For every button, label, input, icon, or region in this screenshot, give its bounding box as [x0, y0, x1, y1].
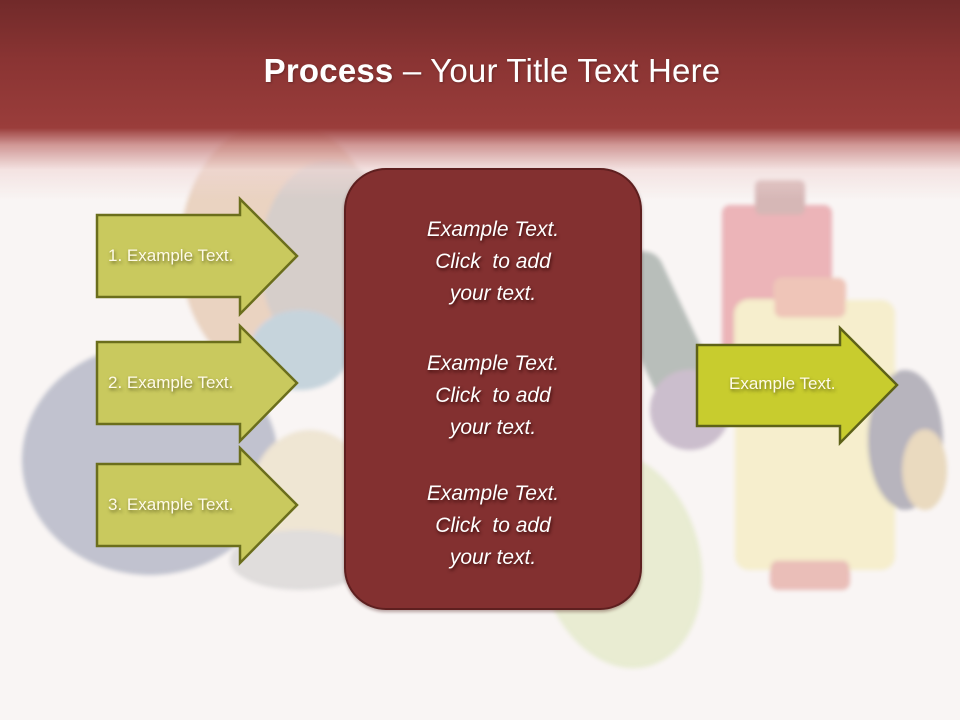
slide-title[interactable]: Process – Your Title Text Here [0, 52, 960, 90]
block-2-line-3: your text. [449, 416, 537, 439]
step-3-label: 3. Example Text. [108, 495, 234, 514]
center-text-block-3[interactable]: Example Text. Click to add your text. [346, 478, 640, 574]
process-step-arrow-3[interactable]: 3. Example Text. [95, 444, 299, 567]
output-arrow[interactable]: Example Text. [695, 324, 899, 447]
title-bar [0, 0, 960, 200]
right-arrow-icon [95, 444, 299, 567]
center-text-block-2[interactable]: Example Text. Click to add your text. [346, 348, 640, 444]
right-arrow-icon [95, 322, 299, 445]
block-2-line-1: Example Text. [426, 352, 560, 375]
block-3-line-2: Click to add [435, 514, 551, 537]
center-process-box[interactable]: Example Text. Click to add your text. Ex… [344, 168, 642, 610]
block-2-line-2: Click to add [435, 384, 551, 407]
block-3-line-3: your text. [449, 546, 537, 569]
step-1-label: 1. Example Text. [108, 246, 234, 265]
block-3-line-1: Example Text. [426, 482, 560, 505]
process-step-arrow-1[interactable]: 1. Example Text. [95, 195, 299, 318]
center-text-block-1[interactable]: Example Text. Click to add your text. [346, 214, 640, 310]
output-label: Example Text. [729, 374, 836, 393]
block-1-line-1: Example Text. [426, 218, 560, 241]
block-1-line-2: Click to add [435, 250, 551, 273]
step-2-label: 2. Example Text. [108, 373, 234, 392]
block-1-line-3: your text. [449, 282, 537, 305]
slide-title-rest: – Your Title Text Here [393, 52, 721, 89]
right-arrow-icon [695, 324, 899, 447]
slide-title-bold: Process [263, 52, 394, 89]
process-step-arrow-2[interactable]: 2. Example Text. [95, 322, 299, 445]
right-arrow-icon [95, 195, 299, 318]
